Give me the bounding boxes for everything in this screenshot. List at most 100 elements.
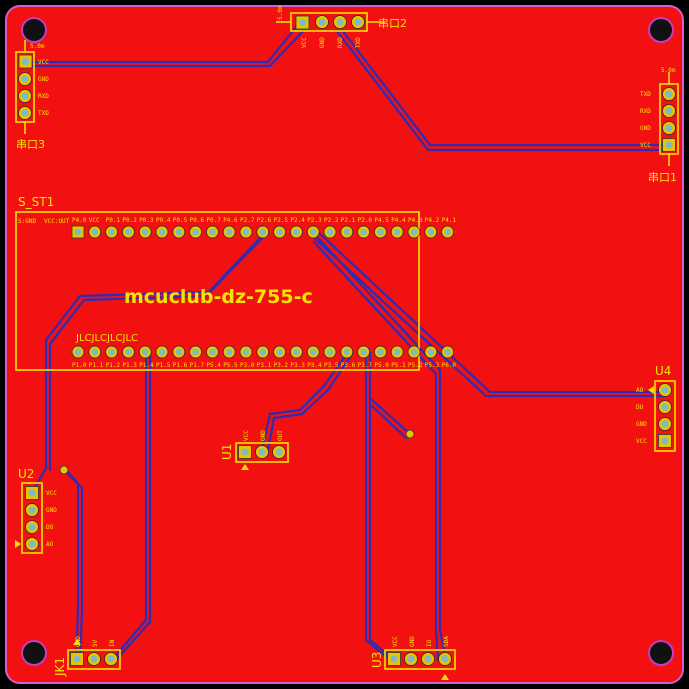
mcu-bottom-hole-15 [310,348,317,356]
mcu-bottom-hole-22 [427,348,434,356]
mcu-bottom-label-8: P1.7 [190,362,205,369]
jk1-label: JK1 [53,657,67,677]
mcu-top-label-19: P4.5 [374,217,389,224]
jk1-pin-3: IN [109,639,116,647]
mcu-bottom-hole-14 [293,348,300,356]
mcu-bottom-label-6: P1.5 [156,362,171,369]
u2-pin-1: VCC [46,490,57,497]
mcu-top-label-13: P2.5 [274,217,289,224]
mcu-bottom-hole-7 [175,348,182,356]
mcu-top-label-10: P4.6 [223,217,238,224]
chuan1-sum-tag: 5.0m [661,67,676,74]
mcu-bottom-hole-1 [74,348,82,356]
mcu-top-hole-23 [444,228,451,236]
u1-label: U1 [220,444,234,460]
module-jk1: GND 5V IN JK1 [53,636,121,677]
chuan3-sum-tag: 5.0m [30,43,45,50]
mcu-main-text: mcuclub-dz-755-c [124,286,313,308]
mcu-bottom-label-2: P1.1 [89,362,104,369]
u4-pin-marker [648,386,654,394]
u1-pin-2: GND [260,430,267,441]
u1-pin-1: VCC [243,430,250,441]
mcu-label: S_ST1 [18,195,54,209]
mcu-bottom-hole-16 [326,348,334,356]
mcu-bottom-label-21: P5.2 [408,362,423,369]
connector-chuan3: 5.0m VCC GND RXD TXD 串口3 [15,40,49,151]
u3-pin-2: GND [409,636,416,647]
chuan1-pin-4: VCC [640,142,651,149]
mcu-bottom-hole-11 [242,348,250,356]
mcu-bottom-hole-6 [158,348,166,356]
chuan3-pin-2: GND [38,76,49,83]
mcu-top-label-2: VCC [89,217,100,224]
mcu-bottom-hole-21 [410,348,418,356]
chuan2-pin-4: TXD [355,37,362,48]
mcu-top-label-21: P4.3 [408,217,423,224]
mounting-hole-tr [648,17,674,43]
mcu-top-label-14: P2.4 [290,217,305,224]
chuan3-pin-4: TXD [38,110,49,117]
mcu-bottom-hole-8 [192,348,199,356]
jk1-pin1-marker [73,639,81,645]
mcu-top-label-12: P2.6 [257,217,272,224]
mcu-top-hole-21 [410,228,418,236]
u2-pin-marker [15,540,21,548]
u3-pin-1: VCC [392,636,399,647]
mcu-bottom-hole-5 [142,348,149,356]
mcu-top-hole-3 [108,228,115,236]
mcu-bottom-label-16: P3.5 [324,362,339,369]
chuan1-pin-2: RXD [640,108,651,115]
u2-label: U2 [18,467,34,481]
u3-pin-3: IO [426,639,433,647]
mcu-top-label-4: P0.2 [122,217,137,224]
copper-pour [5,5,684,684]
mcu-top-label-5: P0.3 [139,217,154,224]
jk1-pin-2: 5V [92,639,99,647]
connector-chuan1: 5.0m TXD RXD GND VCC 串口1 [640,67,679,184]
mcu-top-label-20: P4.4 [391,217,406,224]
chuan1-label: 串口1 [648,171,677,184]
mcu-bottom-label-15: P3.4 [307,362,322,369]
u4-pin-2: DO [636,404,644,411]
mcu-bottom-label-11: P3.0 [240,362,255,369]
module-u2: U2 VCC GND DO AO [15,467,57,554]
mcu-bottom-hole-3 [108,348,115,356]
mcu-top-label-18: P2.0 [358,217,373,224]
mcu-top-hole-13 [276,228,283,236]
traces [24,20,670,662]
chuan3-pin-1: VCC [38,59,49,66]
chuan2-pin-1: VCC [301,37,308,48]
mcu-bottom-hole-9 [209,348,216,356]
chuan2-pads [295,15,365,30]
u2-pin-3: DO [46,524,54,531]
mcu-top-hole-4 [125,228,132,236]
mcu-top-hole-7 [175,228,182,236]
chuan2-sum-tag: 5.0m [277,5,284,20]
mcu-bottom-label-20: P5.1 [391,362,406,369]
chuan2-label: 串口2 [378,17,407,30]
mcu-bottom-hole-10 [226,348,233,356]
mcu-top-hole-2 [91,228,99,236]
via-2 [405,429,415,439]
u4-pin-4: VCC [636,438,647,445]
chuan1-pin-3: GND [640,125,651,132]
connector-chuan2: 5.0m 串口2 VCC GND RXD TXD [276,5,407,48]
mcu-top-hole-15 [310,228,317,236]
mcu-top-hole-6 [158,228,166,236]
mcu-bottom-hole-2 [91,348,99,356]
mcu-top-hole-1 [74,228,82,236]
mcu-bottom-hole-23 [444,348,451,356]
chuan3-label: 串口3 [16,138,45,151]
u4-label: U4 [655,364,671,378]
mcu-top-label-22: P4.2 [425,217,440,224]
mcu-top-label-8: P0.6 [190,217,205,224]
chuan2-pin-3: RXD [337,37,344,48]
mcu-top-hole-16 [326,228,334,236]
u2-pin-2: GND [46,507,57,514]
jlc-text: JLCJLCJLCJLC [75,333,138,344]
mcu-top-hole-12 [259,228,266,236]
module-u1: VCC GND OUT U1 [220,430,289,470]
chuan3-pin-3: RXD [38,93,49,100]
